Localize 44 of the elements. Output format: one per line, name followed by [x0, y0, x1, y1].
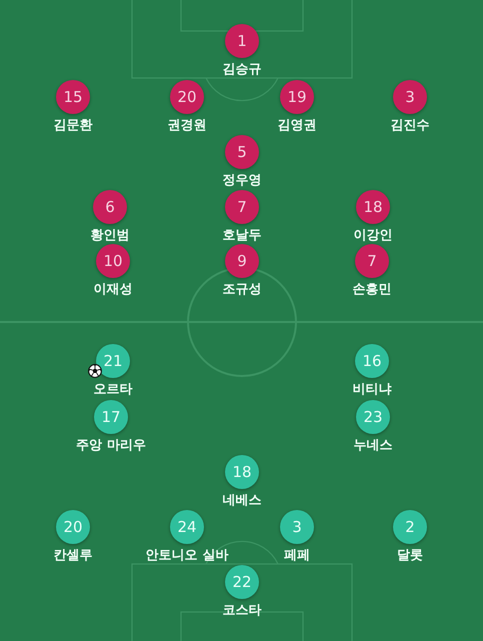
player-number-marker: 16: [355, 344, 389, 378]
player-number-marker: 20: [170, 80, 204, 114]
player-name: 이재성: [94, 282, 132, 298]
player-name: 코스타: [222, 603, 262, 619]
player-number-marker: 5: [225, 135, 259, 169]
player-name: 김승규: [222, 62, 262, 78]
player-name: 달롯: [397, 548, 423, 564]
player-name: 정우영: [222, 173, 262, 189]
player-number-marker: 7: [355, 244, 389, 278]
player-name: 이강인: [354, 228, 392, 244]
player-number-marker: 18: [356, 190, 390, 224]
player-name: 황인범: [90, 228, 130, 244]
player-number-marker: 24: [170, 510, 204, 544]
player-number-marker: 21: [96, 344, 130, 378]
player-number-marker: 22: [225, 565, 259, 599]
player-name: 오르타: [94, 382, 132, 398]
player-number-marker: 20: [56, 510, 90, 544]
player-number-marker: 2: [393, 510, 427, 544]
player-number-marker: 19: [280, 80, 314, 114]
player-name: 김영권: [278, 118, 316, 134]
player-number-marker: 10: [96, 244, 130, 278]
player-name: 네베스: [222, 493, 262, 509]
player-name: 페페: [284, 548, 310, 564]
player-number-marker: 6: [93, 190, 127, 224]
player-name: 김진수: [390, 118, 430, 134]
player-name: 손흥민: [352, 282, 392, 298]
player-number-marker: 18: [225, 455, 259, 489]
player-name: 김문환: [54, 118, 92, 134]
player-name: 안토니오 실바: [146, 548, 228, 564]
player-number-marker: 7: [225, 190, 259, 224]
player-name: 권경원: [168, 118, 206, 134]
player-number-marker: 1: [225, 24, 259, 58]
player-name: 칸셀루: [54, 548, 92, 564]
player-number-marker: 3: [280, 510, 314, 544]
player-number-marker: 9: [225, 244, 259, 278]
player-number-marker: 17: [94, 400, 128, 434]
player-number-marker: 23: [356, 400, 390, 434]
player-number-marker: 15: [56, 80, 90, 114]
player-name: 조규성: [222, 282, 262, 298]
player-name: 호날두: [222, 228, 262, 244]
player-name: 주앙 마리우: [76, 438, 146, 454]
player-number-marker: 3: [393, 80, 427, 114]
player-name: 누네스: [354, 438, 392, 454]
player-name: 비티냐: [352, 382, 392, 398]
